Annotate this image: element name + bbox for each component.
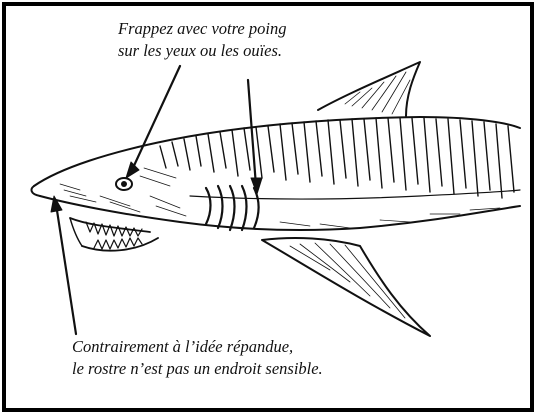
pectoral-fin	[262, 238, 430, 336]
annotation-bottom-line2: le rostre n’est pas un endroit sensible.	[72, 358, 323, 380]
upper-teeth	[86, 222, 142, 236]
shark-belly-outline	[40, 196, 520, 230]
gill-slits	[206, 186, 259, 230]
arrow-to-rostre	[56, 204, 76, 334]
arrow-to-eye	[132, 66, 180, 170]
arrow-to-eye-head	[126, 162, 139, 178]
shark-body-outline	[34, 117, 520, 186]
shark-snout	[32, 186, 40, 196]
pupil	[121, 181, 127, 187]
annotation-top-line2: sur les yeux ou les ouïes.	[118, 40, 286, 62]
annotation-bottom-line1: Contrairement à l’idée répandue,	[72, 336, 323, 358]
tiger-stripes	[160, 118, 514, 198]
annotation-bottom: Contrairement à l’idée répandue, le rost…	[72, 336, 323, 380]
arrow-to-gills-head	[251, 178, 262, 194]
arrow-to-gills	[248, 80, 256, 186]
lateral-line	[190, 190, 520, 199]
dorsal-fin	[318, 62, 420, 116]
annotation-top: Frappez avec votre poing sur les yeux ou…	[118, 18, 286, 62]
annotation-top-line1: Frappez avec votre poing	[118, 18, 286, 40]
head-shading	[60, 168, 186, 216]
